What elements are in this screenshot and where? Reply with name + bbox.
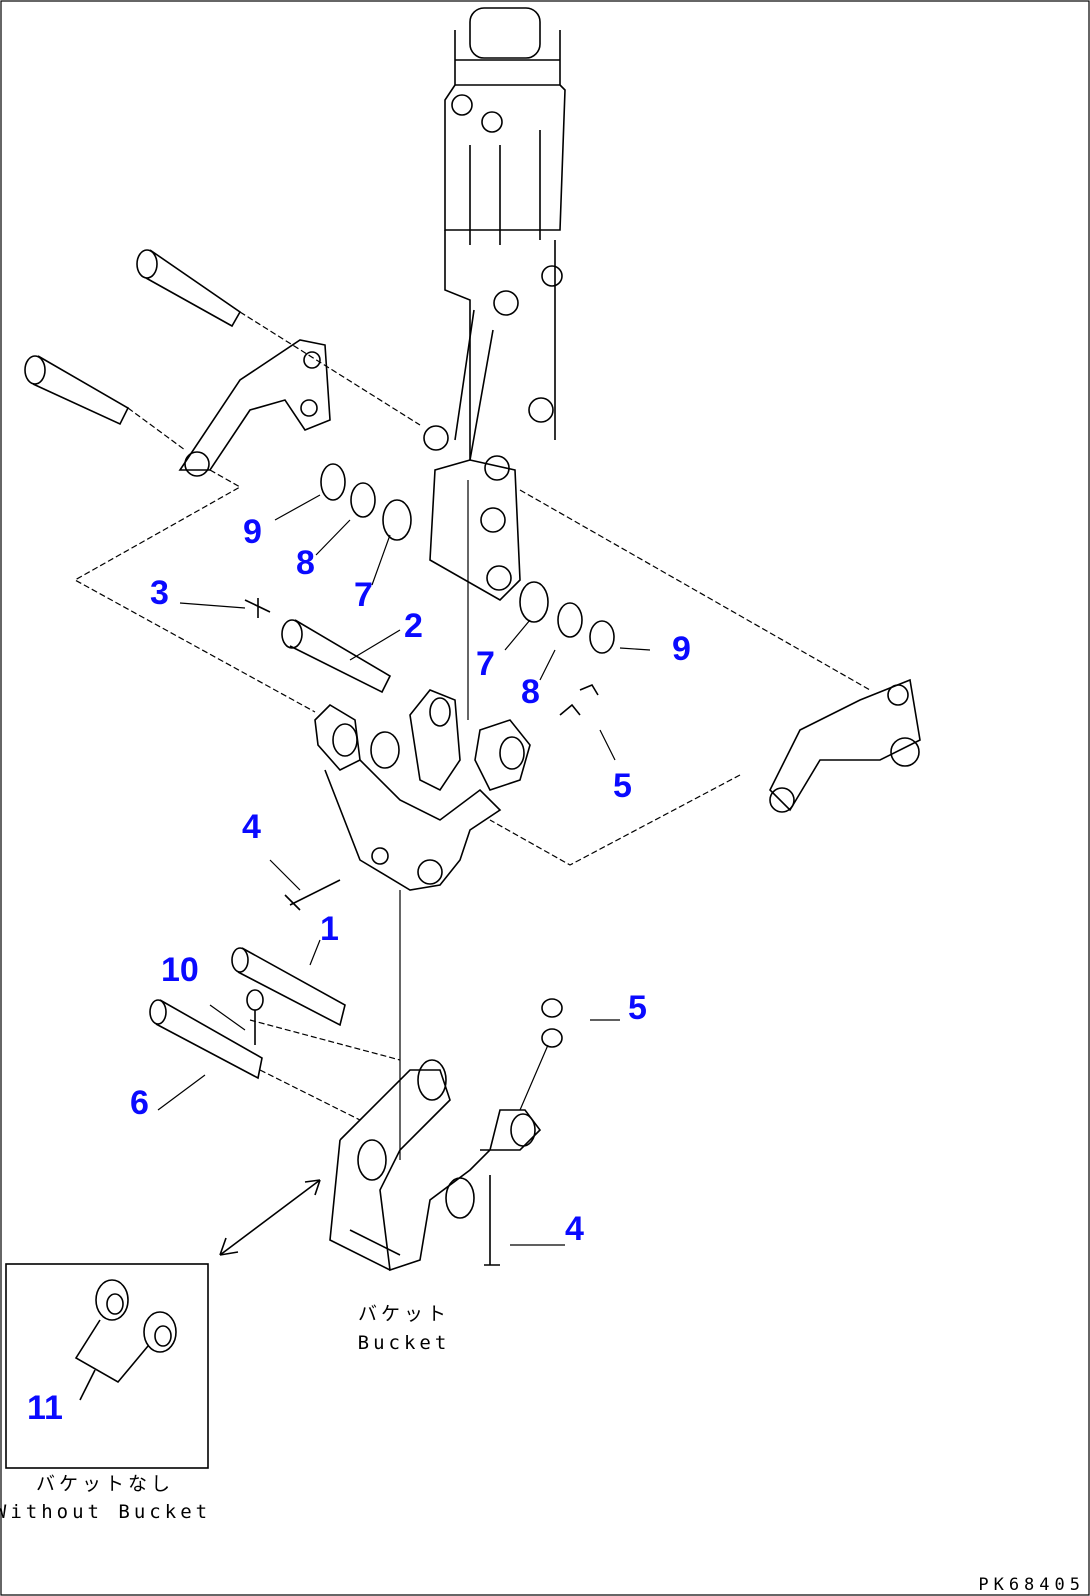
bolt-4-upper [284, 879, 341, 911]
bucket-bracket [329, 1059, 542, 1272]
link-plate-left [178, 339, 331, 471]
callout-6: 6 [130, 1084, 149, 1122]
washers [320, 463, 615, 654]
callout-1: 1 [320, 910, 339, 948]
callout-5: 5 [628, 989, 647, 1027]
callout-4: 4 [242, 808, 261, 846]
callout-3: 3 [150, 574, 169, 612]
callout-8: 8 [296, 544, 315, 582]
callout-7: 7 [354, 576, 373, 614]
caption-without-bucket-en: Without Bucket [0, 1501, 211, 1523]
pin-6 [155, 999, 263, 1080]
callout-5: 5 [613, 767, 632, 805]
arm-cylinder [423, 7, 566, 601]
lock-pin-10 [246, 989, 264, 1011]
link-assembly [314, 683, 599, 891]
inset-box [5, 1263, 209, 1469]
callout-9: 9 [243, 513, 262, 551]
link-plate-right [769, 678, 921, 812]
bushings-11 [74, 1279, 177, 1401]
pin-1 [237, 947, 346, 1027]
callout-8: 8 [521, 673, 540, 711]
callout-7: 7 [476, 645, 495, 683]
callout-2: 2 [404, 607, 423, 645]
callout-4: 4 [565, 1210, 584, 1248]
grease-fitting [244, 598, 271, 618]
nut-5 [541, 998, 563, 1018]
caption-without-bucket-jp: バケットなし [36, 1473, 174, 1495]
drawing-code: PK68405 [978, 1575, 1085, 1595]
leader-lines [157, 494, 651, 1246]
guide-lines [73, 311, 871, 1160]
pin-2 [289, 619, 392, 694]
callout-11: 11 [27, 1389, 63, 1427]
callout-9: 9 [672, 630, 691, 668]
caption-bucket-jp: バケット [358, 1303, 450, 1325]
arrow-icon [219, 1179, 321, 1256]
pins-upper [24, 249, 242, 426]
caption-bucket-en: Bucket [358, 1332, 451, 1354]
callout-10: 10 [161, 951, 199, 989]
